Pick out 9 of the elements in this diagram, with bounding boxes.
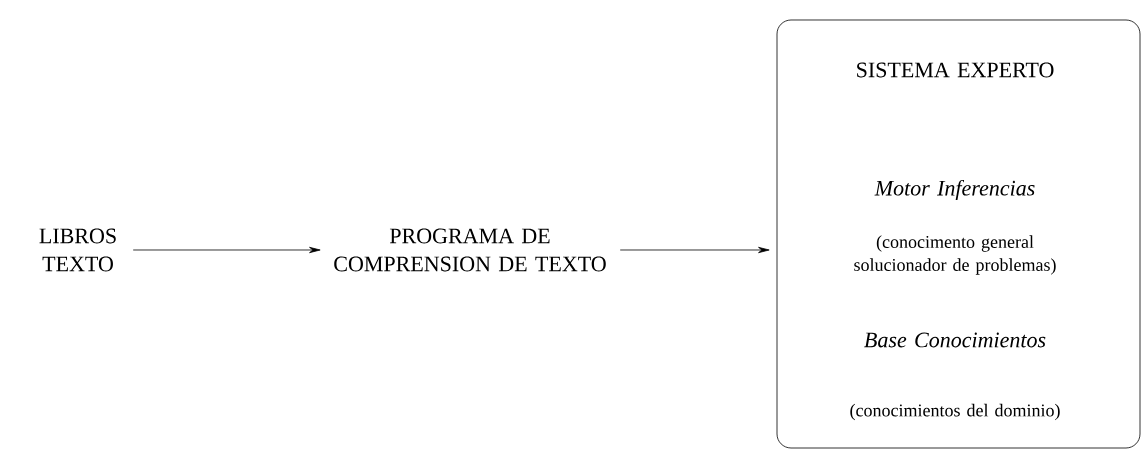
box-title: SISTEMA EXPERTO bbox=[857, 62, 1054, 78]
arrow bbox=[619, 246, 770, 254]
section-heading: Base Conocimientos bbox=[864, 332, 1046, 348]
description-text: (conocimientos del dominio) bbox=[850, 403, 1060, 421]
text-label: PROGRAMA DE COMPRENSION DE TEXTO bbox=[334, 228, 606, 272]
arrow bbox=[132, 246, 321, 254]
section-heading: Motor Inferencias bbox=[874, 179, 1035, 201]
description-text: (conocimento general solucionador de problemas) bbox=[854, 235, 1056, 275]
text-label: LIBROS TEXTO bbox=[39, 228, 116, 272]
